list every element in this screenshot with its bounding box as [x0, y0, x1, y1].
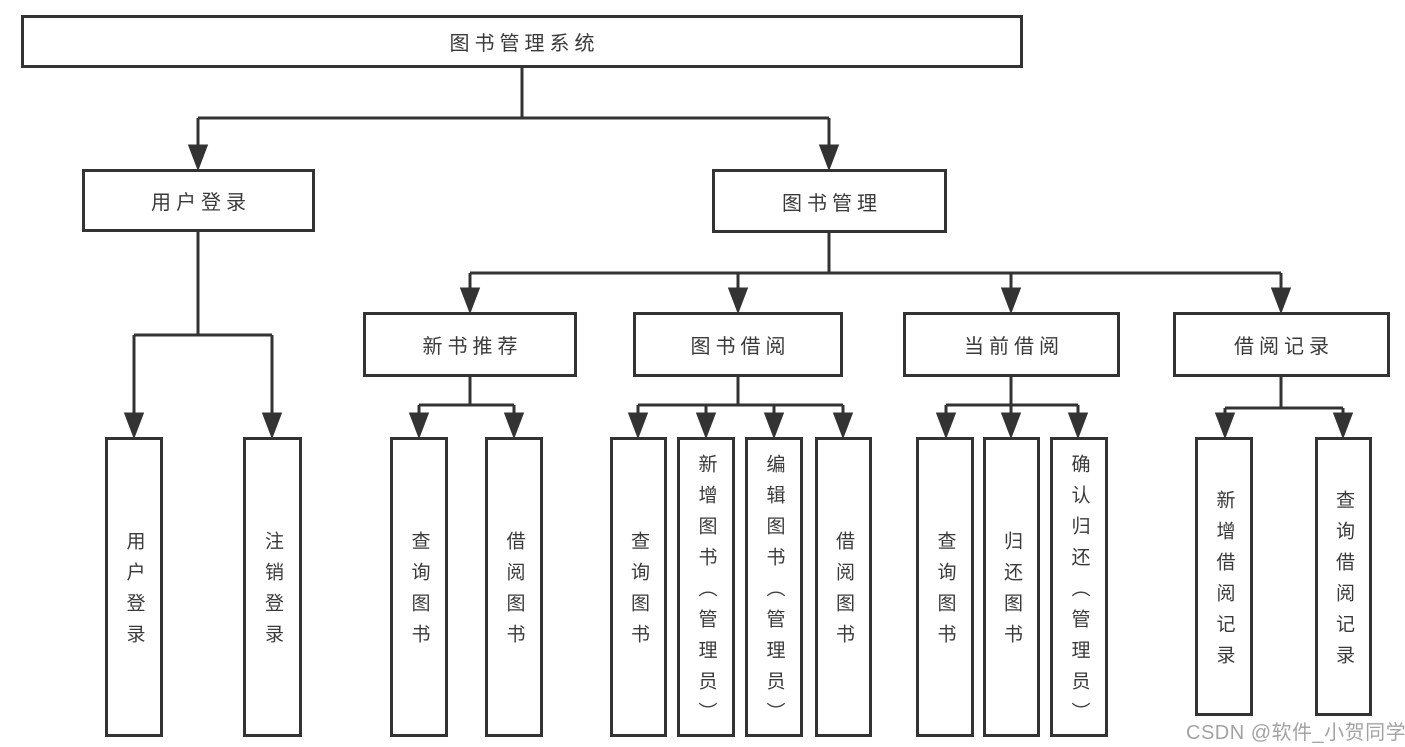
leaf-borrow-books-recommend: 借阅图书: [485, 437, 543, 737]
arrowhead: [1332, 412, 1354, 440]
connector-book-borrow: [627, 377, 854, 440]
leaf-query-books-current: 查询图书: [916, 437, 974, 737]
arrowhead: [261, 412, 283, 440]
connector-current-borrow: [935, 377, 1089, 440]
arrowhead: [627, 412, 649, 440]
node-label: 当前借阅: [964, 336, 1064, 358]
connector-borrow-records: [1214, 377, 1354, 440]
node-borrow-records: 借阅记录: [1173, 312, 1390, 377]
arrowhead: [503, 412, 525, 440]
leaf-user-login: 用户登录: [105, 437, 163, 737]
node-label: 新增借阅记录: [1213, 489, 1235, 676]
arrowhead: [818, 144, 840, 172]
node-label: 查询借阅记录: [1333, 489, 1354, 676]
leaf-logout: 注销登录: [243, 437, 302, 737]
node-label: 用户登录: [123, 531, 145, 655]
node-label: 归还图书: [1001, 531, 1022, 655]
node-label: 新增图书（管理员）: [695, 453, 717, 733]
node-label: 查询图书: [628, 531, 649, 655]
arrowhead: [1000, 412, 1022, 440]
node-user-login: 用户登录: [82, 169, 315, 232]
arrowhead: [123, 412, 145, 440]
leaf-query-books-recommend: 查询图书: [390, 437, 448, 737]
leaf-confirm-return-admin: 确认归还（管理员）: [1050, 437, 1108, 737]
leaf-add-borrow-record: 新增借阅记录: [1195, 437, 1253, 716]
node-book-borrow: 图书借阅: [633, 312, 843, 377]
arrowhead: [695, 412, 717, 440]
node-label: 借阅图书: [833, 531, 854, 655]
arrowhead: [763, 412, 785, 440]
leaf-query-books-borrow: 查询图书: [610, 437, 667, 737]
node-book-management: 图书管理: [712, 169, 947, 233]
leaf-add-book-admin: 新增图书（管理员）: [677, 437, 735, 737]
arrowhead: [459, 287, 481, 315]
node-label: 借阅记录: [1234, 336, 1334, 358]
node-label: 用户登录: [151, 192, 251, 214]
node-root: 图书管理系统: [21, 15, 1023, 68]
arrowhead: [727, 287, 749, 315]
connector-new-book-recommend: [408, 377, 525, 440]
node-new-book-recommend: 新书推荐: [363, 312, 577, 377]
node-label: 确认归还（管理员）: [1068, 453, 1090, 733]
node-label: 注销登录: [262, 531, 283, 655]
node-label: 查询图书: [934, 531, 956, 655]
leaf-edit-book-admin: 编辑图书（管理员）: [745, 437, 803, 737]
node-label: 图书借阅: [690, 336, 791, 358]
node-label: 借阅图书: [503, 531, 525, 655]
node-label: 新书推荐: [422, 336, 523, 358]
node-label: 查询图书: [408, 531, 430, 655]
leaf-borrow-books: 借阅图书: [815, 437, 872, 737]
leaf-return-books: 归还图书: [983, 437, 1040, 737]
arrowhead: [832, 412, 854, 440]
connector-root: [187, 66, 840, 172]
arrowhead: [1067, 412, 1089, 440]
leaf-query-borrow-record: 查询借阅记录: [1315, 437, 1372, 716]
connector-user-login: [123, 232, 283, 440]
node-label: 图书管理系统: [449, 33, 600, 55]
arrowhead: [408, 412, 430, 440]
arrowhead: [1270, 287, 1292, 315]
connector-book-management: [459, 233, 1292, 315]
node-current-borrow: 当前借阅: [903, 312, 1120, 377]
watermark: CSDN @软件_小贺同学: [1186, 722, 1405, 744]
arrowhead: [1000, 287, 1022, 315]
arrowhead: [187, 144, 209, 172]
node-label: 图书管理: [782, 192, 882, 215]
node-label: 编辑图书（管理员）: [763, 453, 785, 733]
arrowhead: [935, 412, 957, 440]
arrowhead: [1214, 412, 1236, 440]
